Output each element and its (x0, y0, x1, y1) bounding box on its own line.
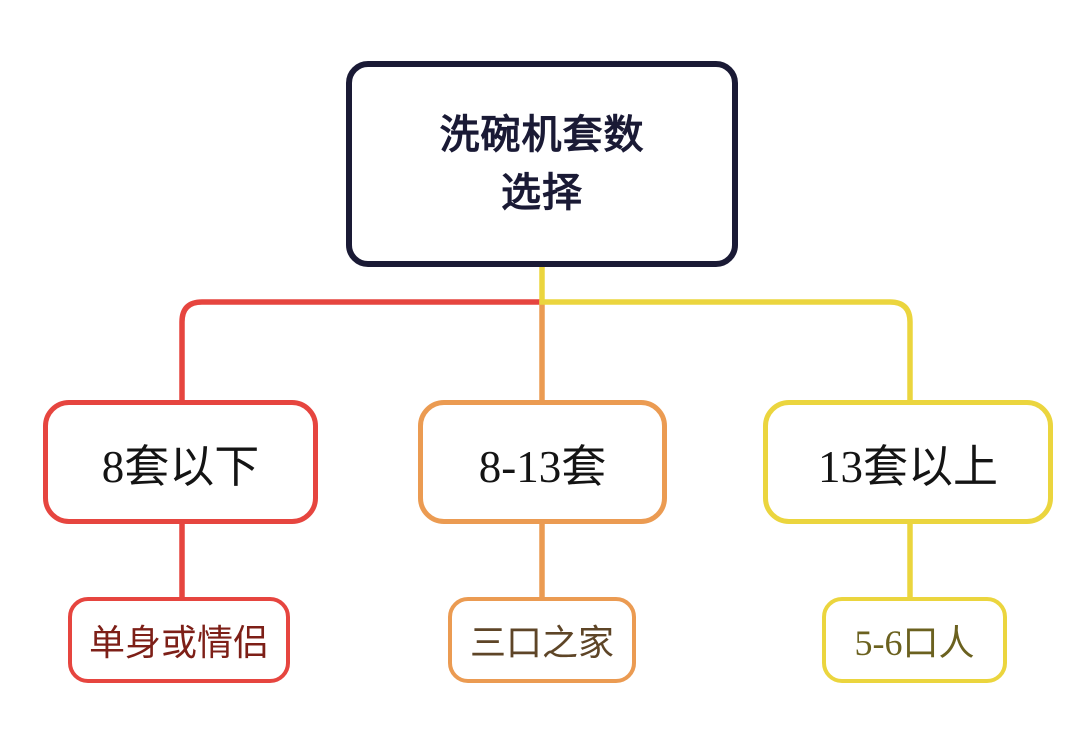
node-leaf-5-6-people: 5-6口人 (822, 597, 1007, 683)
node-branch-over-13-sets: 13套以上 (763, 400, 1053, 524)
node-leaf-single-or-couple: 单身或情侣 (68, 597, 290, 683)
connector-branch-right (539, 267, 913, 400)
node-branch-8-13-sets: 8-13套 (418, 400, 667, 524)
node-branch-under-8-sets: 8套以下 (43, 400, 318, 524)
node-leaf-family-of-three: 三口之家 (448, 597, 636, 683)
root-title-line1: 洗碗机套数 (439, 113, 645, 157)
node-root-dishwasher-capacity: 洗碗机套数 选择 (346, 61, 738, 267)
connector-branch-left (179, 299, 542, 400)
root-title-line2: 选择 (501, 171, 583, 215)
